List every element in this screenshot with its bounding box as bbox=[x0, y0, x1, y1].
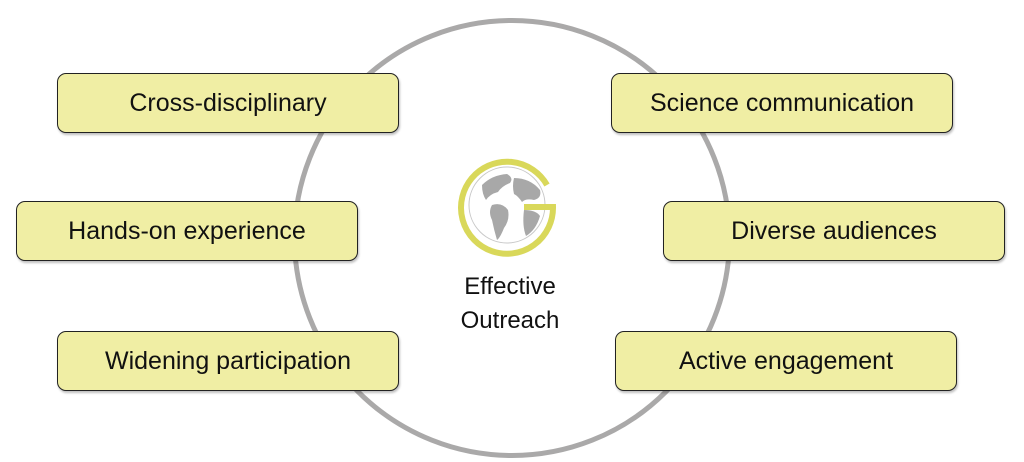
box-science-communication: Science communication bbox=[611, 73, 953, 133]
box-diverse-audiences: Diverse audiences bbox=[663, 201, 1005, 261]
center-label-line1: Effective bbox=[464, 273, 556, 300]
center-label-line2: Outreach bbox=[460, 307, 560, 334]
box-cross-disciplinary: Cross-disciplinary bbox=[57, 73, 399, 133]
globe-g-logo-icon bbox=[458, 158, 557, 257]
box-active-engagement: Active engagement bbox=[615, 331, 957, 391]
box-widening-participation: Widening participation bbox=[57, 331, 399, 391]
box-hands-on-experience: Hands-on experience bbox=[16, 201, 358, 261]
center-label: Effective Outreach bbox=[410, 270, 610, 338]
